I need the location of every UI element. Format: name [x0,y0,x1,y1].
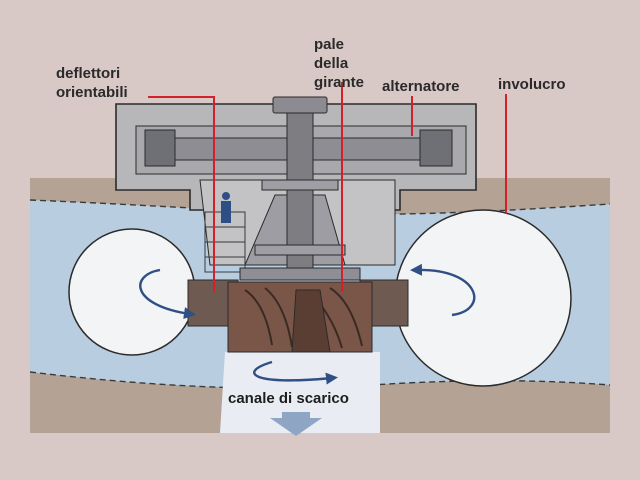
runner-blade [264,287,293,348]
leader-line-deflectors [148,96,215,292]
label-casing: involucro [498,76,566,93]
flow-arrow-left [139,268,196,320]
shaft-collar [239,267,361,281]
label-discharge: canale di scarico [228,390,349,407]
label-deflectors-line1: deflettori [56,65,120,82]
runner-blade [244,289,273,346]
label-deflectors-line2: orientabili [56,84,128,101]
flow-arrow-right [410,263,476,317]
shaft-collar [261,179,339,191]
discharge-channel [220,352,380,433]
label-alternator: alternatore [382,78,460,95]
label-blades-line2: della [314,55,349,72]
alternator-left-block [144,129,176,167]
flow-arrow-bottom [253,360,338,385]
shaft-cap [272,96,328,114]
label-blades-line3: girante [314,74,364,91]
label-blades-line1: pale [314,36,344,53]
shaft-collar [254,244,346,256]
discharge-arrow [270,412,322,436]
alternator-right-block [419,129,453,167]
casing-left [68,228,196,356]
operator-body [221,201,231,223]
runner-hub [291,289,331,353]
operator-head [222,192,230,200]
runner-blade [329,287,363,347]
casing-right [394,209,572,387]
